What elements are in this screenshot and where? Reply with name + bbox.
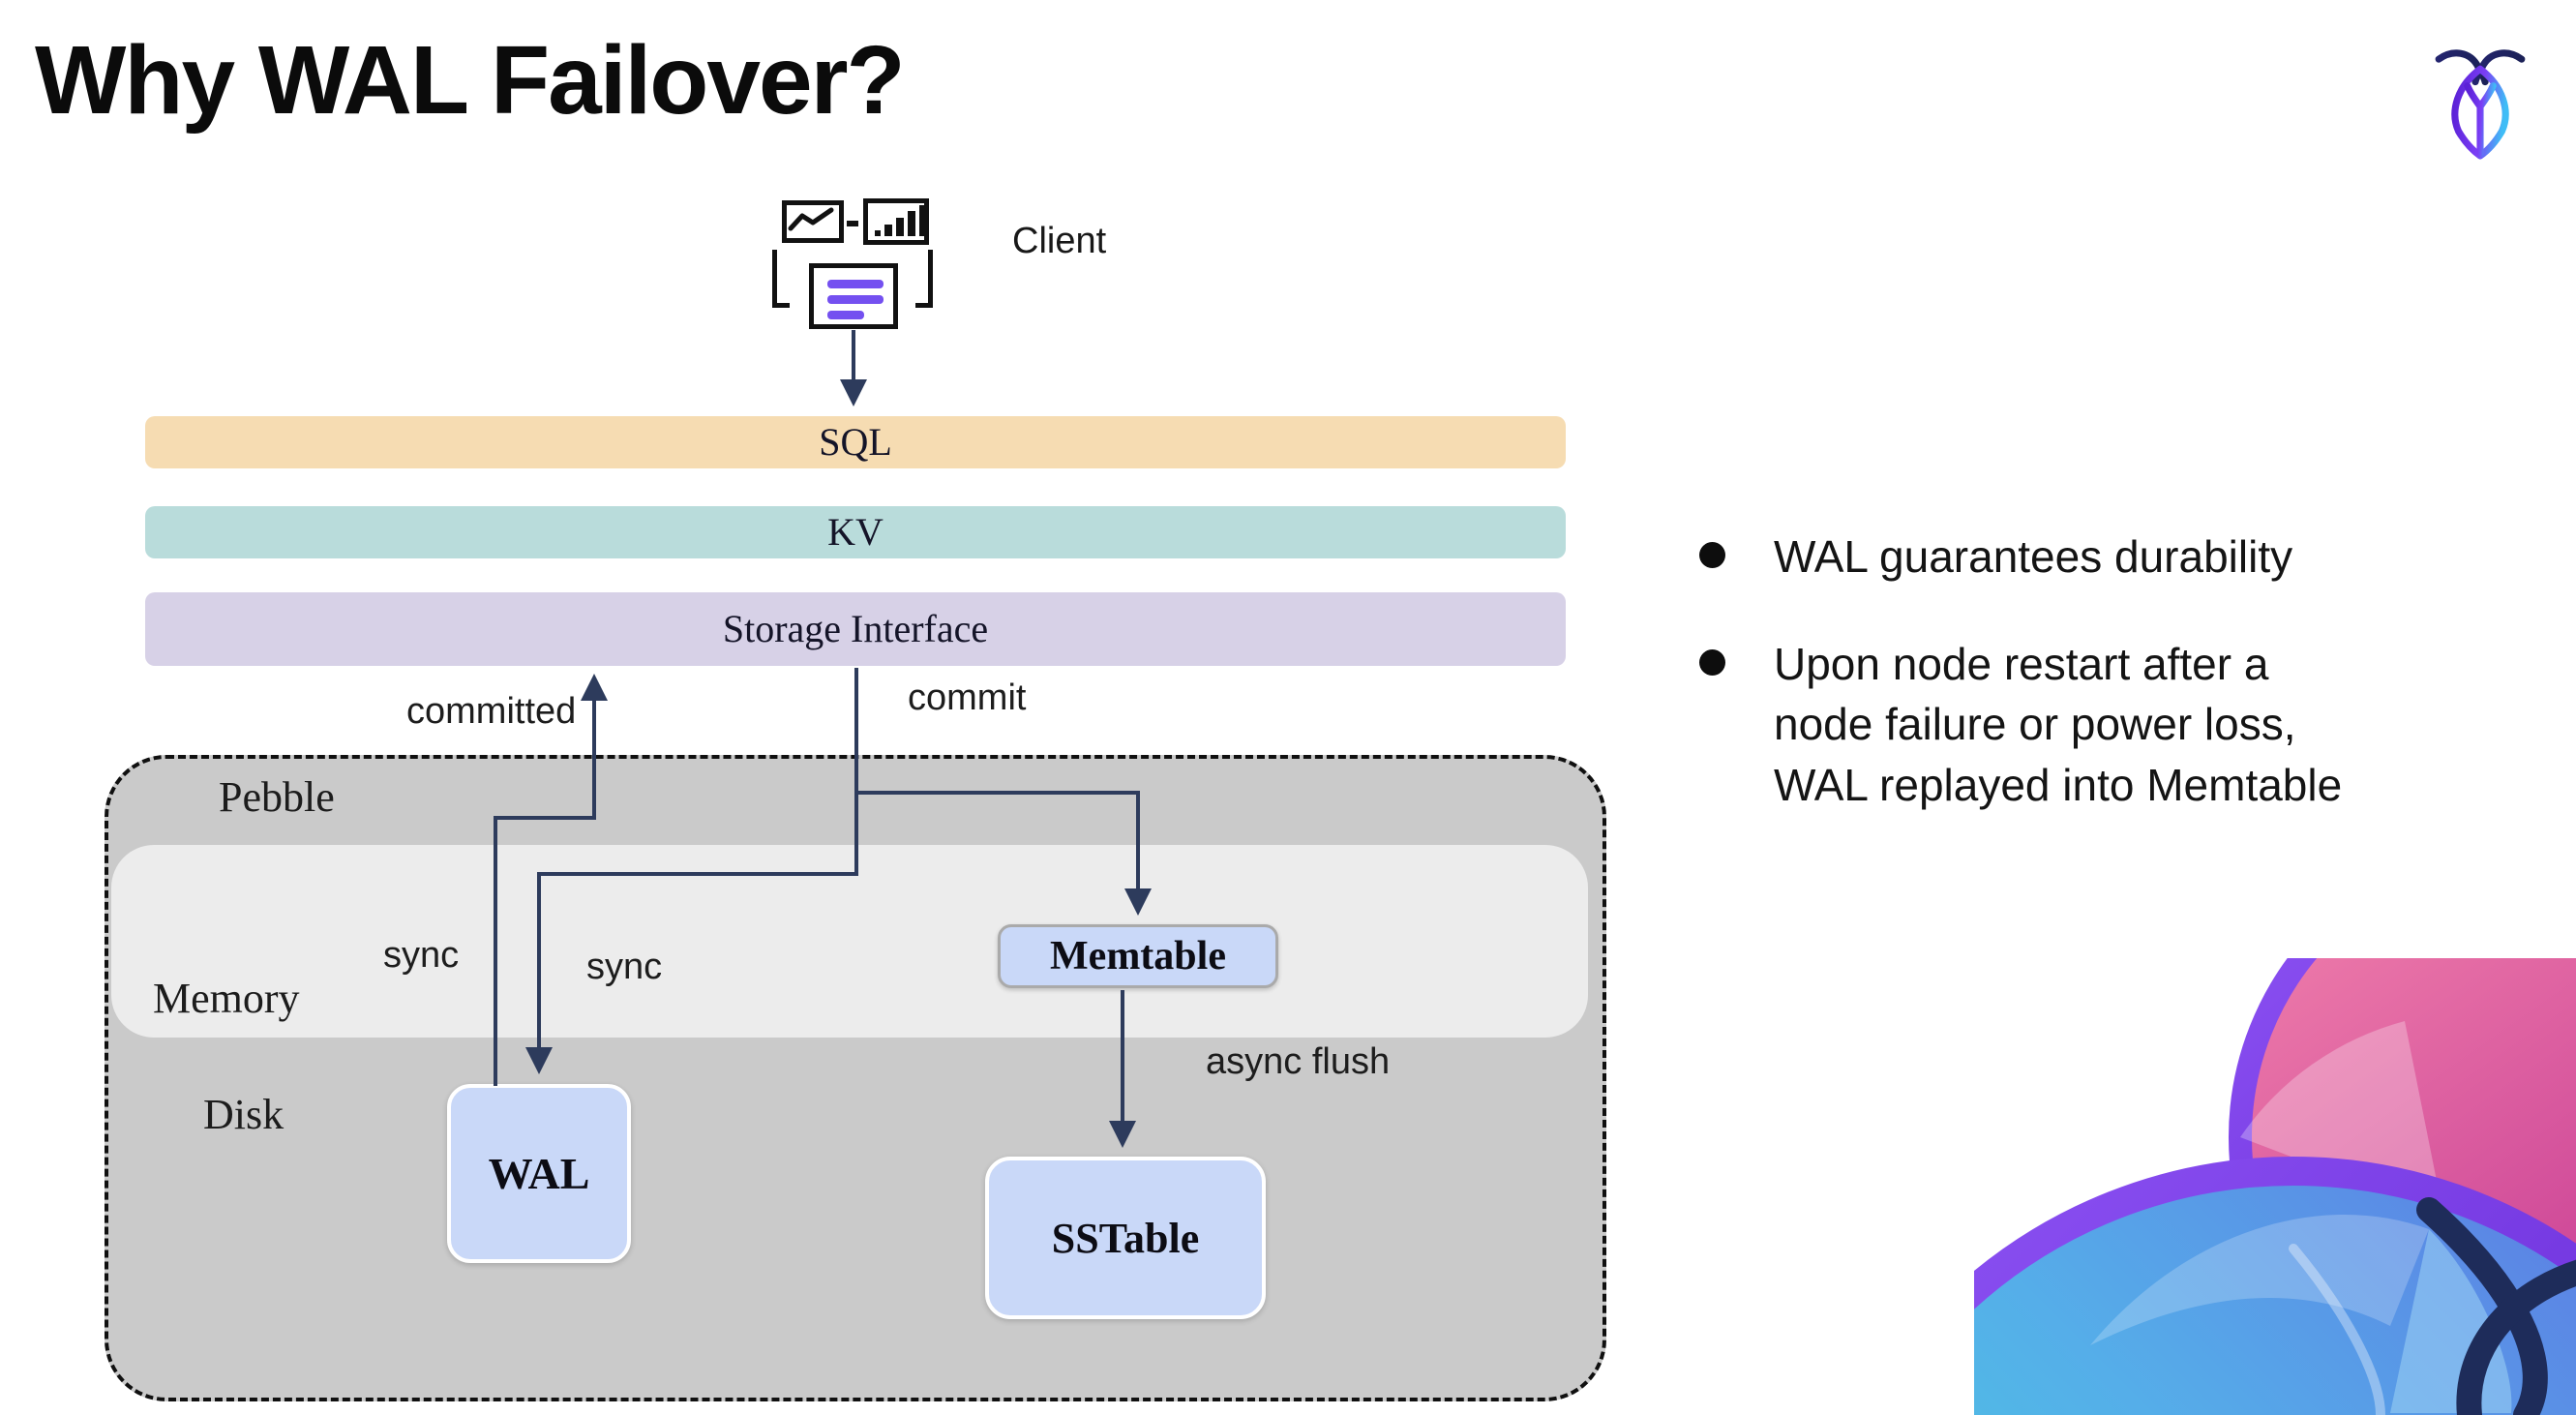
bar-chart-icon xyxy=(863,198,929,245)
bullet-dot xyxy=(1699,648,1725,676)
bullet-list: WAL guarantees durability Upon node rest… xyxy=(1699,527,2551,861)
left-bracket-icon xyxy=(772,250,790,308)
brand-art xyxy=(1974,958,2576,1415)
commit-label: commit xyxy=(908,677,1027,718)
layer-kv: KV xyxy=(145,506,1566,558)
bullet-text: Upon node restart after a node failure o… xyxy=(1774,638,2343,810)
dash-connector xyxy=(847,221,858,226)
right-bracket-icon xyxy=(915,250,933,308)
memtable-box: Memtable xyxy=(998,924,1278,988)
layer-sql: SQL xyxy=(145,416,1566,468)
sync-left-label: sync xyxy=(383,935,460,976)
memory-region xyxy=(111,845,1588,1038)
pebble-label: Pebble xyxy=(219,773,335,821)
bullet-text: WAL guarantees durability xyxy=(1774,531,2293,582)
layer-storage-interface: Storage Interface xyxy=(145,592,1566,666)
page-title: Why WAL Failover? xyxy=(35,26,906,135)
disk-label: Disk xyxy=(203,1091,285,1138)
list-item: WAL guarantees durability xyxy=(1699,527,2551,587)
cockroachdb-logo-icon xyxy=(2429,45,2531,163)
line-chart-icon xyxy=(782,200,844,243)
list-item: Upon node restart after a node failure o… xyxy=(1699,634,2551,816)
wal-box: WAL xyxy=(447,1084,631,1263)
memory-label: Memory xyxy=(153,975,300,1022)
sync-right-label: sync xyxy=(586,947,663,987)
sstable-box: SSTable xyxy=(985,1157,1266,1319)
document-icon xyxy=(809,263,898,329)
async-flush-label: async flush xyxy=(1206,1041,1391,1082)
client-label: Client xyxy=(1012,221,1107,261)
committed-label: committed xyxy=(406,691,577,732)
bullet-dot xyxy=(1699,542,1725,568)
